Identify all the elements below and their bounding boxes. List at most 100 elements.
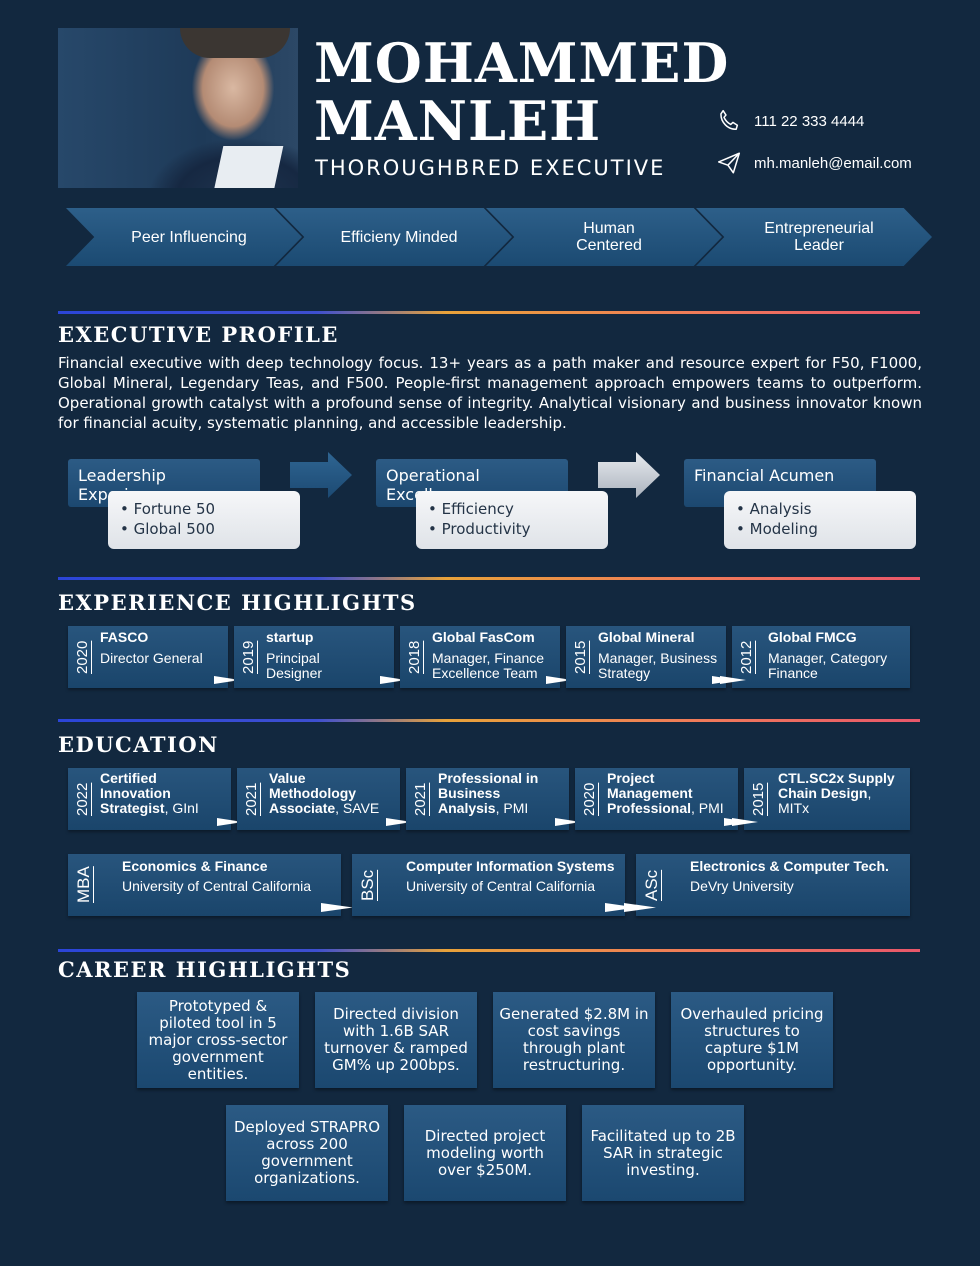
degree-field: Computer Information Systems: [406, 858, 615, 874]
pillar-item: • Global 500: [120, 520, 215, 538]
experience-year: 2019: [240, 640, 257, 674]
experience-year: 2015: [572, 640, 589, 674]
experience-role: Manager, Category Finance: [768, 650, 888, 681]
arrow-marker: [386, 818, 412, 826]
career-card: Deployed STRAPRO across 200 government o…: [226, 1105, 388, 1201]
certification-tile: 2021 Professional in Business Analysis, …: [406, 768, 581, 830]
certification-text: Project Management Professional, PMI: [607, 770, 724, 816]
career-card: Prototyped & piloted tool in 5 major cro…: [137, 992, 299, 1088]
certification-tile: 2022 Certified Innovation Strategist, GI…: [68, 768, 243, 830]
certification-tile: 2021 Value Methodology Associate, SAVE: [237, 768, 412, 830]
profile-heading: EXECUTIVE PROFILE: [58, 322, 339, 347]
experience-company: Global Mineral: [598, 629, 695, 645]
arrow-marker: [605, 903, 637, 912]
degree-school: DeVry University: [690, 878, 794, 894]
certification-text: Value Methodology Associate, SAVE: [269, 770, 380, 816]
experience-company: Global FasCom: [432, 629, 535, 645]
candidate-title: THOROUGHBRED EXECUTIVE: [315, 156, 666, 180]
career-card: Generated $2.8M in cost savings through …: [493, 992, 655, 1088]
phone-number[interactable]: 111 22 333 4444: [754, 112, 865, 130]
career-heading: CAREER HIGHLIGHTS: [58, 957, 352, 982]
trait-label: Peer Influencing: [131, 228, 247, 246]
experience-role: Manager, Finance Excellence Team: [432, 650, 545, 681]
certification-year: 2015: [750, 782, 767, 816]
experience-tile: 2015 Global Mineral Manager, Business St…: [566, 626, 738, 688]
experience-role: Director General: [100, 650, 203, 666]
trait-chevron: Efficieny Minded: [276, 208, 512, 266]
arrow-marker: [217, 818, 243, 826]
degree-level: MBA: [74, 866, 93, 904]
section-divider: [58, 311, 920, 314]
pillar-item: • Modeling: [736, 520, 818, 538]
trait-label: Human Centered: [576, 220, 642, 254]
certification-year: 2020: [581, 782, 598, 816]
experience-company: startup: [266, 629, 314, 645]
trait-chevron: Human Centered: [486, 208, 722, 266]
arrow-marker: [732, 818, 758, 826]
experience-tile: 2012 Global FMCG Manager, Category Finan…: [720, 626, 910, 688]
experience-company: FASCO: [100, 629, 149, 645]
experience-company: Global FMCG: [768, 629, 857, 645]
degree-school: University of Central California: [406, 878, 596, 894]
process-arrow-icon: [290, 452, 352, 498]
experience-role: Manager, Business Strategy: [598, 650, 718, 681]
certification-text: Certified Innovation Strategist, GInI: [100, 770, 199, 816]
name-line-1: MOHAMMED: [314, 31, 730, 95]
arrow-marker: [321, 903, 353, 912]
certification-tile: 2015 CTL.SC2x Supply Chain Design, MITx: [732, 768, 910, 830]
pillar-item: • Analysis: [736, 500, 812, 518]
send-icon: [717, 152, 741, 174]
certification-tile: 2020 Project Management Professional, PM…: [575, 768, 750, 830]
experience-tile: 2020 FASCO Director General: [68, 626, 240, 688]
name-line-2: MANLEH: [314, 89, 602, 153]
pillar-item: • Fortune 50: [120, 500, 216, 518]
pillar-box: • Fortune 50 • Global 500: [108, 491, 300, 549]
trait-chevron: Peer Influencing: [66, 208, 302, 266]
degree-level: ASc: [642, 869, 661, 901]
pillar-box: • Efficiency • Productivity: [416, 491, 608, 549]
arrow-marker: [546, 676, 572, 684]
profile-summary: Financial executive with deep technology…: [58, 354, 922, 432]
certification-text: CTL.SC2x Supply Chain Design, MITx: [778, 770, 895, 816]
certification-text: Professional in Business Analysis, PMI: [438, 770, 539, 816]
degree-field: Electronics & Computer Tech.: [690, 858, 889, 874]
career-card: Overhauled pricing structures to capture…: [671, 992, 833, 1088]
certification-year: 2022: [74, 782, 91, 816]
experience-year: 2020: [74, 640, 91, 674]
phone-icon: [720, 109, 739, 130]
degree-school: University of Central California: [122, 878, 312, 894]
pillar-item: • Efficiency: [428, 500, 514, 518]
section-divider: [58, 719, 920, 722]
arrow-marker: [624, 903, 656, 912]
process-arrow-icon: [598, 452, 660, 498]
education-heading: EDUCATION: [58, 732, 219, 757]
degree-tile: BSc Computer Information Systems Univers…: [352, 854, 637, 916]
pillar-item: • Productivity: [428, 520, 531, 538]
arrow-marker: [214, 676, 240, 684]
degree-tile: ASc Electronics & Computer Tech. DeVry U…: [624, 854, 910, 916]
experience-tile: 2019 startup Principal Designer: [234, 626, 406, 688]
section-divider: [58, 949, 920, 952]
degree-tile: MBA Economics & Finance University of Ce…: [68, 854, 353, 916]
trait-label: Entrepreneurial Leader: [764, 220, 874, 254]
career-card: Directed project modeling worth over $25…: [404, 1105, 566, 1201]
email-address[interactable]: mh.manleh@email.com: [754, 154, 912, 172]
arrow-marker: [720, 676, 746, 684]
candidate-name: MOHAMMED MANLEH: [314, 31, 730, 153]
career-card: Facilitated up to 2B SAR in strategic in…: [582, 1105, 744, 1201]
certification-year: 2021: [243, 782, 260, 816]
email-row: mh.manleh@email.com: [716, 150, 912, 176]
degree-field: Economics & Finance: [122, 858, 268, 874]
trait-chevron: Entrepreneurial Leader: [696, 208, 932, 266]
experience-role: Principal Designer: [266, 650, 323, 681]
trait-chevrons: Peer Influencing Efficieny Minded Human …: [66, 208, 932, 268]
degree-level: BSc: [358, 869, 377, 901]
arrow-marker: [380, 676, 406, 684]
certification-year: 2021: [412, 782, 429, 816]
profile-photo: [58, 28, 298, 188]
arrow-marker: [555, 818, 581, 826]
trait-label: Efficieny Minded: [340, 228, 458, 246]
section-divider: [58, 577, 920, 580]
experience-year: 2018: [406, 640, 423, 674]
phone-row: 111 22 333 4444: [716, 108, 864, 134]
